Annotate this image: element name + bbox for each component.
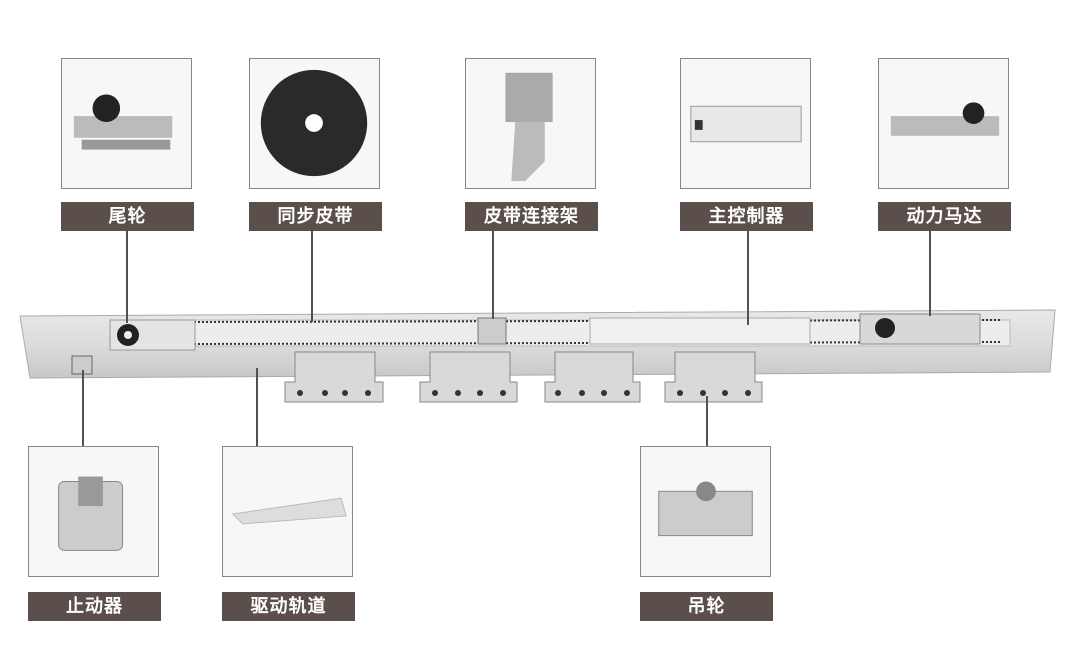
hanger-wheels [284,351,763,403]
timing-belt-image [249,58,380,189]
stopper-image [28,446,159,577]
belt-connector-image [465,58,596,189]
controller-unit [589,317,811,345]
leader-line [706,396,708,446]
main-controller-image [680,58,811,189]
tail-wheel-image [61,58,192,189]
label-main-controller: 主控制器 [680,202,813,231]
label-motor: 动力马达 [878,202,1011,231]
leader-line [311,231,313,322]
drive-rail-image [222,446,353,577]
label-stopper: 止动器 [28,592,161,621]
leader-line [747,231,749,325]
leader-line [126,231,128,323]
hanger-wheel-image [640,446,771,577]
leader-line [492,231,494,319]
motor-image [878,58,1009,189]
label-tail-wheel: 尾轮 [61,202,194,231]
leader-line [82,370,84,446]
label-belt-connector: 皮带连接架 [465,202,598,231]
label-timing-belt: 同步皮带 [249,202,382,231]
leader-line [929,231,931,316]
leader-line [256,368,258,446]
label-hanger-wheel: 吊轮 [640,592,773,621]
label-drive-rail: 驱动轨道 [222,592,355,621]
